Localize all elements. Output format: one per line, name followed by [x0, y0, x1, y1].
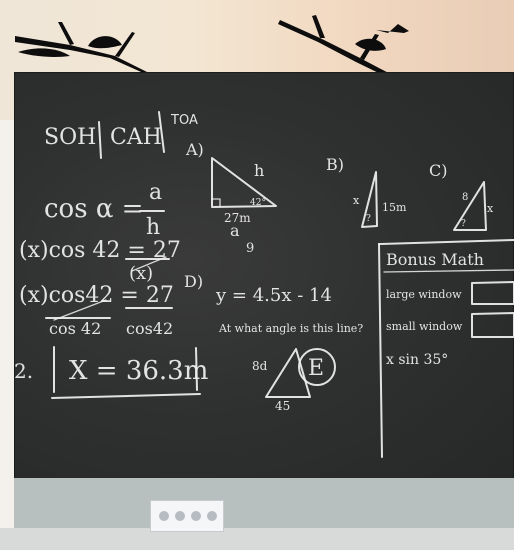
triangleB-side: 15m: [382, 201, 407, 214]
chalk-tray: [14, 478, 514, 528]
bonus-top-border: [378, 239, 514, 245]
bonus-left-border: [378, 243, 383, 458]
cos42-denominator-right: cos42: [126, 319, 173, 338]
bonus-line1: large window: [386, 288, 462, 301]
mnemonic-divider-1: [98, 121, 102, 159]
eraser: [150, 500, 224, 532]
cos-alpha-bottom: h: [146, 215, 160, 240]
triangleE-circle-label: E: [308, 356, 324, 381]
chalkboard: SOH CAH TOA cos α = a h (x)cos 42 = 27 (…: [14, 72, 514, 490]
triangleC-shape: [453, 181, 487, 231]
answer-prefix: 2.: [14, 359, 33, 383]
triangleB-angle: ?: [366, 214, 371, 224]
eraser-dot-2: [175, 511, 185, 521]
bonus-title: Bonus Math: [386, 250, 484, 269]
bonus-line2: small window: [386, 320, 463, 333]
bonus-box-small: [471, 312, 514, 338]
triangleE-bottom: 45: [275, 399, 290, 413]
triangleE-circle: [298, 348, 336, 386]
cos-alpha-top: a: [149, 180, 162, 205]
bonus-box-large: [471, 281, 514, 305]
eraser-dot-3: [191, 511, 201, 521]
triangleA-bottom: 9: [246, 241, 254, 256]
triangleA-base: 27m: [224, 211, 251, 225]
cos42-denominator-left: cos 42: [49, 319, 101, 338]
bonus-line3: x sin 35°: [386, 352, 448, 368]
triangleC-angle: ?: [461, 219, 466, 229]
partD-label: D): [184, 272, 203, 291]
partD-question: At what angle is this line?: [218, 322, 363, 335]
eraser-dot-1: [159, 511, 169, 521]
floor: [0, 528, 514, 550]
cos-alpha-lhs: cos α =: [44, 194, 143, 224]
answer-text: X = 36.3m: [69, 356, 208, 386]
triangleE-left: 8d: [252, 359, 268, 373]
soh-text: SOH: [44, 125, 96, 150]
triangleA-hyp: h: [254, 161, 264, 180]
triangleB-shape: [361, 171, 378, 228]
triangleE-shape: [265, 348, 311, 398]
chalk-drawing: SOH CAH TOA cos α = a h (x)cos 42 = 27 (…: [14, 111, 514, 458]
slash-1: [131, 256, 167, 272]
triangleA-base-var: a: [230, 221, 240, 240]
answer-bar-right: [195, 347, 198, 391]
toa-text: TOA: [170, 113, 198, 128]
triangleC-x: x: [487, 202, 494, 215]
bonus-title-underline: [383, 269, 514, 273]
triangleA-label: A): [185, 140, 204, 159]
triangleB-x: x: [353, 194, 360, 207]
cos42-line1-denominator: (x): [129, 263, 153, 284]
answer-underline: [51, 393, 201, 399]
slash-2: [53, 299, 107, 321]
triangleA-right-angle: [211, 198, 221, 208]
triangleB-label: B): [326, 155, 344, 174]
eraser-dot-4: [207, 511, 217, 521]
triangleC-top: 8: [462, 192, 468, 203]
cah-text: CAH: [110, 125, 162, 150]
mnemonic-divider-2: [158, 111, 165, 153]
triangleA-angle: 42°: [250, 198, 266, 208]
triangleA-shape: [211, 157, 277, 208]
partD-equation: y = 4.5x - 14: [215, 285, 332, 306]
triangleC-label: C): [429, 161, 447, 180]
